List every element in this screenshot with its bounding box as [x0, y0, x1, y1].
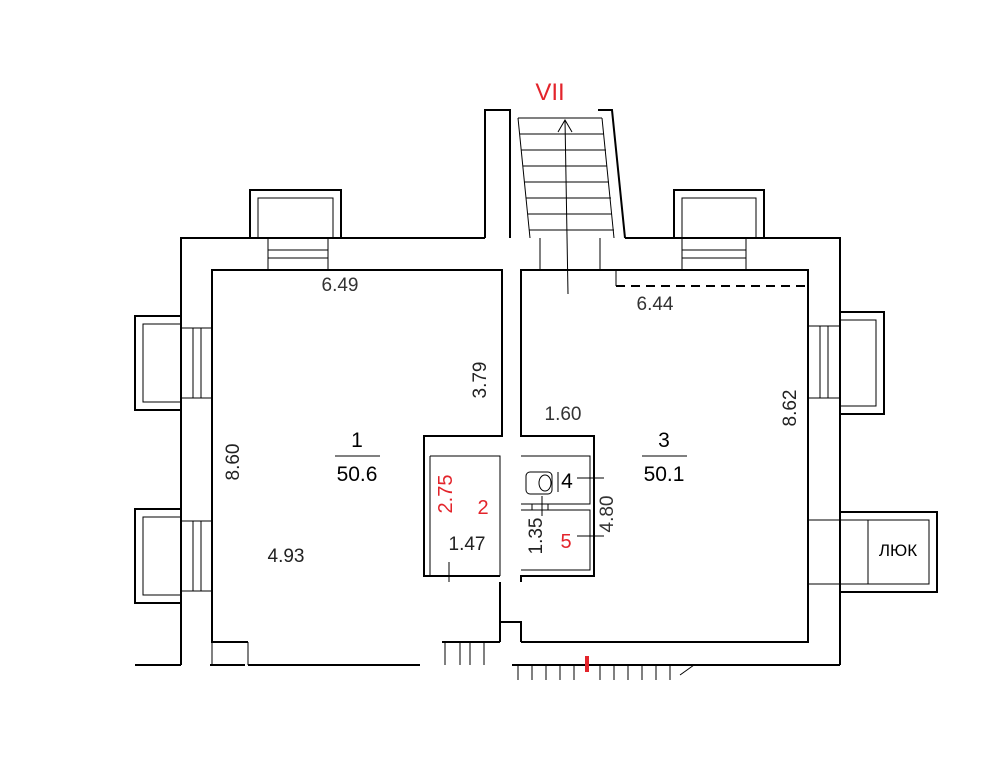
dim-room3-inner: 1.60: [545, 404, 582, 425]
dim-room2-height: 2.75: [435, 475, 457, 514]
dimension-ticks: [448, 472, 604, 582]
dim-room3-top: 6.44: [637, 294, 674, 315]
room-2-number: 2: [477, 497, 488, 519]
dim-rooms45-height: 4.80: [597, 496, 618, 533]
dim-room1-top: 6.49: [322, 275, 359, 296]
room-number: 1: [351, 429, 363, 452]
room-area: 50.1: [644, 463, 685, 486]
room-3-walls: [429, 269, 809, 643]
section-marker: VII: [535, 79, 564, 106]
dim-room5-width: 1.35: [526, 518, 547, 555]
room-1-label: 1 50.6: [335, 429, 380, 486]
toilet-icon: [525, 471, 553, 495]
lower-stairs: [517, 656, 695, 680]
staircase: [484, 109, 626, 295]
dim-room1-inner-wall: 3.79: [470, 362, 491, 399]
dim-room1-left: 8.60: [223, 444, 244, 481]
dim-room1-bottom: 4.93: [268, 546, 305, 567]
room-5-number: 5: [560, 531, 571, 553]
dim-room3-right: 8.62: [780, 390, 801, 427]
hatch-label: ЛЮК: [879, 541, 917, 560]
room-area: 50.6: [337, 463, 378, 486]
dim-room2-width: 1.47: [449, 534, 486, 555]
window-wells: [134, 189, 938, 604]
room-number: 3: [658, 429, 670, 452]
room-3-label: 3 50.1: [642, 429, 687, 486]
room-4-number: 4: [561, 470, 573, 493]
